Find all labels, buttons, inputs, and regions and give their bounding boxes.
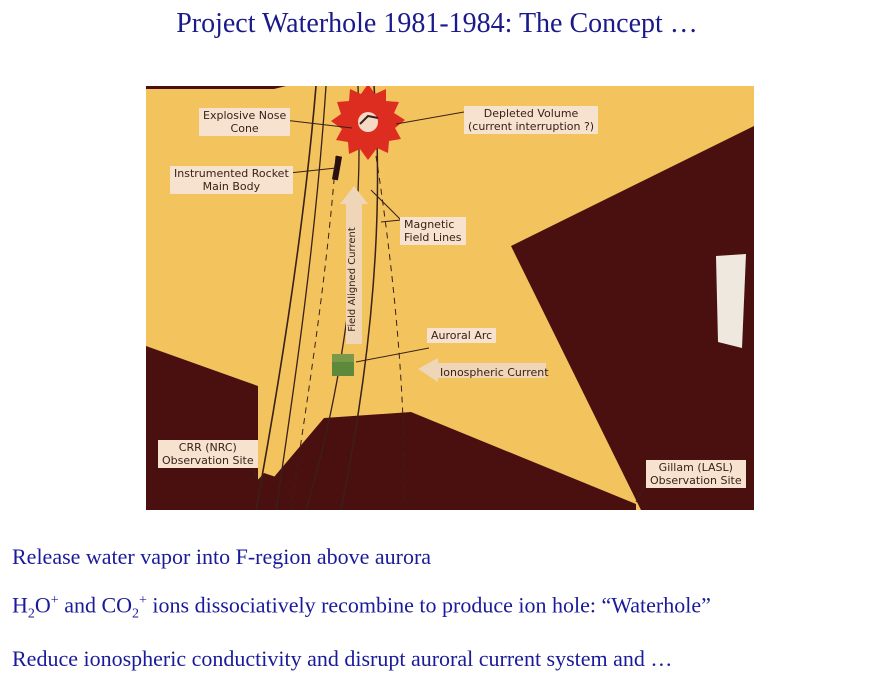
left-site-marker [231,473,291,510]
slide-title: Project Waterhole 1981-1984: The Concept… [176,8,698,39]
label-instrumented-rocket: Instrumented Rocket Main Body [170,166,293,194]
label-gillam-site: Gillam (LASL) Observation Site [646,460,746,488]
leader-gillam [635,482,647,503]
right-dark-region [511,126,754,510]
leader-arc [355,347,430,363]
label-auroral-arc: Auroral Arc [427,328,497,343]
label-crr-site: CRR (NRC) Observation Site [158,440,258,468]
dashed-line-1 [290,155,337,510]
bullet-list: Release water vapor into F-region above … [12,535,711,681]
label-depleted-volume: Depleted Volume (current interruption ?) [464,106,599,134]
field-line-1 [255,86,317,510]
label-explosive-nose-cone: Explosive Nose Cone [199,108,291,136]
ionospheric-current-arrow [418,358,546,382]
label-field-aligned-current: Field Aligned Current [346,227,358,332]
bullet-ions-recombine: H2O+ and CO2+ ions dissociatively recomb… [12,592,711,622]
field-aligned-current-arrow [340,186,368,344]
label-magnetic-field-lines: Magnetic Field Lines [400,217,466,245]
leader-field-2 [380,219,402,223]
concept-photo [146,86,754,510]
field-line-2 [275,86,327,510]
horizon-dark-region [246,412,636,510]
bullet-release-water: Release water vapor into F-region above … [12,544,432,569]
leader-depleted [395,111,465,125]
bullet-reduce-conductivity: Reduce ionospheric conductivity and disr… [12,645,673,671]
explosion-burst [331,86,405,160]
top-dark-strip [146,86,286,89]
label-ionospheric-current: Ionospheric Current [440,366,549,379]
leader-nose [283,119,353,129]
dashed-line-2 [375,155,405,507]
leader-field-1 [370,189,402,221]
concept-illustration: Explosive Nose Cone Depleted Volume (cur… [146,86,754,510]
left-dark-region [146,346,258,510]
pale-patch [716,254,746,348]
rocket-body [331,155,343,181]
